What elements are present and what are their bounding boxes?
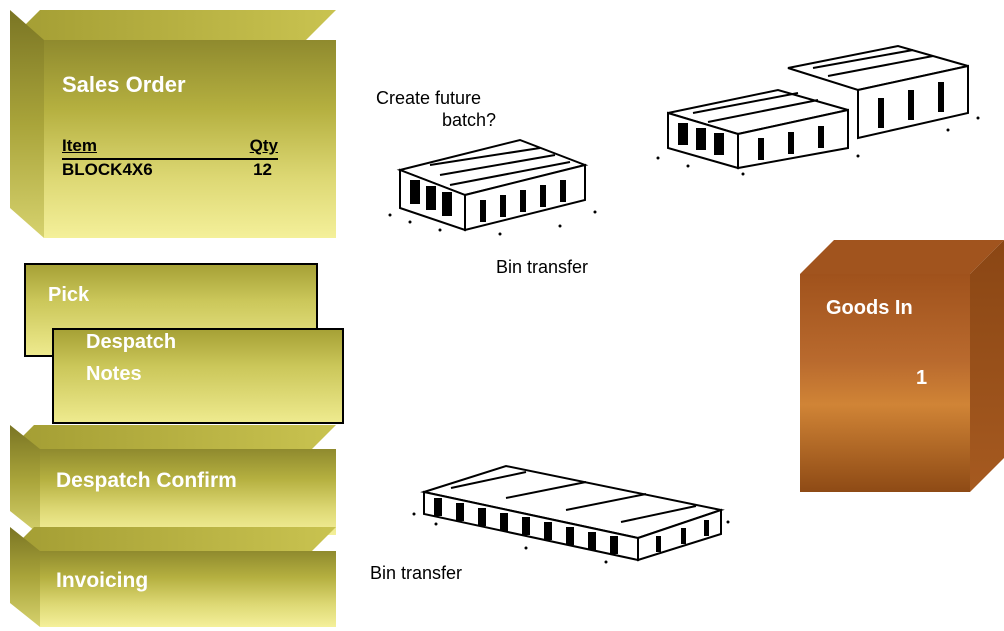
qty-cell: 12 xyxy=(253,160,272,179)
create-future-batch-line2: batch? xyxy=(442,110,497,130)
despatch-notes-box xyxy=(52,328,344,424)
qty-column-header: Qty xyxy=(249,136,278,155)
goods-in-title: Goods In xyxy=(826,297,913,319)
invoicing-label: Invoicing xyxy=(56,569,149,592)
despatch-notes-line1: Despatch xyxy=(86,331,177,353)
cinder-block-row-icon xyxy=(412,464,730,564)
bin-transfer-top: Bin transfer xyxy=(496,257,589,277)
create-future-batch-line1: Create future xyxy=(376,88,482,108)
sales-order-box-top xyxy=(10,10,336,40)
sales-order-box-face xyxy=(44,40,336,238)
cinder-block-stack-small-icon xyxy=(388,138,597,236)
sales-order-table: Item Qty BLOCK4X6 12 xyxy=(62,136,278,182)
despatch-notes-line2: Notes xyxy=(86,363,142,385)
goods-in-box xyxy=(800,240,1004,492)
item-column-header: Item xyxy=(62,136,97,155)
bin-transfer-bottom: Bin transfer xyxy=(370,563,463,583)
despatch-confirm-box xyxy=(10,425,336,535)
item-cell: BLOCK4X6 xyxy=(62,160,153,179)
goods-in-value: 1 xyxy=(916,367,928,389)
sales-order-box xyxy=(10,10,336,238)
invoicing-box xyxy=(10,527,336,627)
pick-label: Pick xyxy=(48,284,90,306)
cinder-block-stack-large-icon xyxy=(656,44,980,176)
sales-order-title: Sales Order xyxy=(62,72,186,97)
despatch-confirm-label: Despatch Confirm xyxy=(56,469,237,492)
sales-order-box-side xyxy=(10,10,44,238)
